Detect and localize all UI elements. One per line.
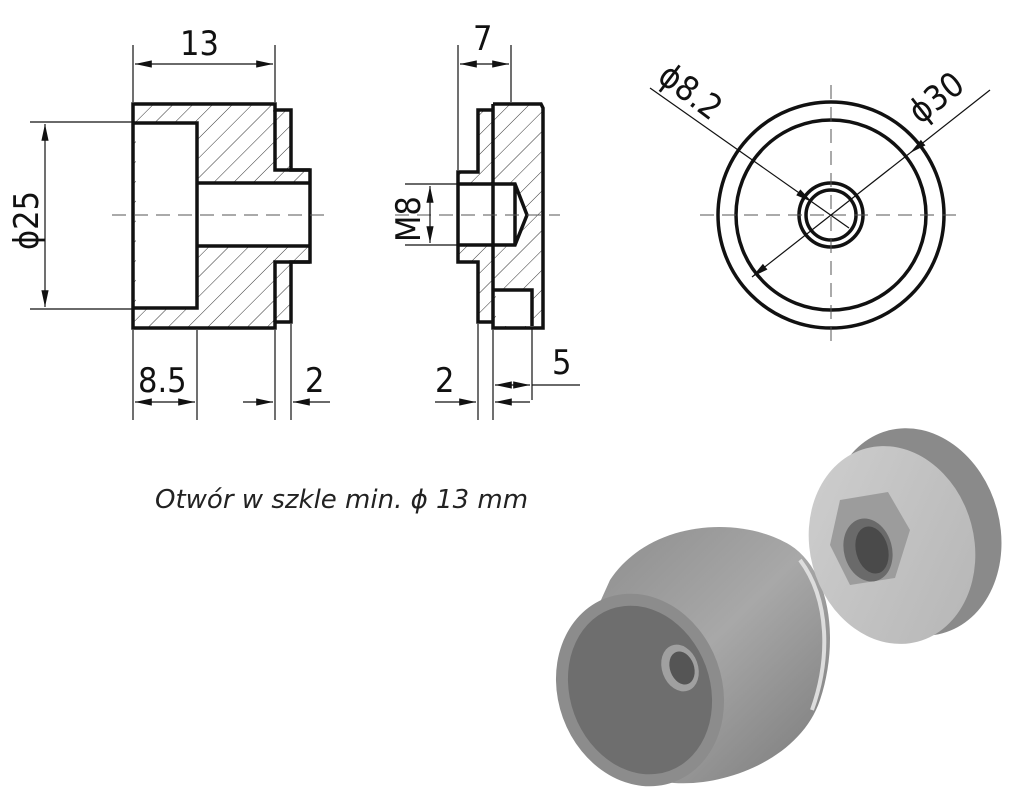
dim-thread-m8: M8 [389,196,429,242]
front-view: ϕ8.2 ϕ30 [649,55,991,345]
middle-section-view [395,102,560,330]
nut-part-render [808,428,1002,644]
cup-part-render [555,527,830,787]
dim-step-2-mid: 2 [435,361,454,401]
dim-depth-8-5: 8.5 [138,361,187,401]
middle-dimensions: 7 M8 2 5 [389,19,580,420]
dim-length-7: 7 [473,19,492,59]
dim-diameter-8-2: ϕ8.2 [651,55,730,128]
dim-length-5: 5 [552,343,571,383]
dim-length-13: 13 [180,24,219,64]
dim-diameter-25: ϕ25 [7,191,47,250]
dim-step-2-left: 2 [305,361,324,401]
left-section-view [112,102,330,330]
dim-diameter-30: ϕ30 [901,64,972,132]
caption-glass-hole: Otwór w szkle min. ϕ 13 mm [155,485,528,515]
left-dimensions: 13 ϕ25 8.5 2 [7,24,330,420]
